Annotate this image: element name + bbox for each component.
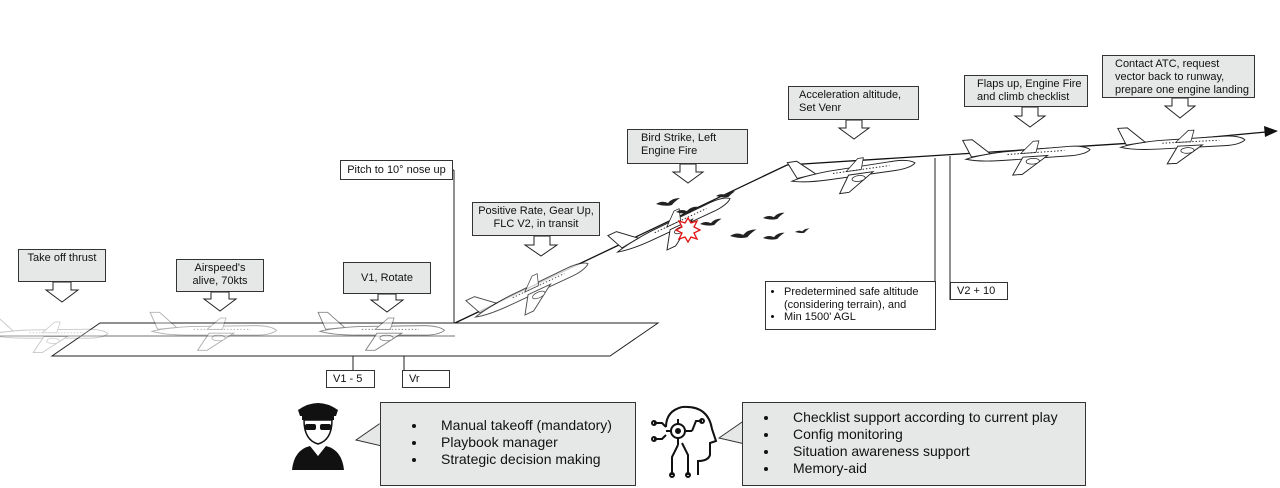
box-v1-rotate: V1, Rotate xyxy=(343,262,431,294)
safe-altitude-box: Predetermined safe altitude (considering… xyxy=(765,281,936,330)
box-positive-rate: Positive Rate, Gear Up, FLC V2, in trans… xyxy=(472,202,600,236)
engine-fire-icon xyxy=(674,216,702,244)
safe-altitude-item: Predetermined safe altitude (considering… xyxy=(784,286,929,311)
pilot-task-item: Strategic decision making xyxy=(427,451,625,468)
pilot-icon xyxy=(292,403,344,470)
flight-path-arrow xyxy=(1264,126,1278,137)
plane-ghost-1 xyxy=(0,316,109,354)
assistant-task-item: Memory-aid xyxy=(779,460,1075,477)
box-bird-strike: Bird Strike, Left Engine Fire xyxy=(627,129,748,164)
caret-arrows xyxy=(44,97,1197,313)
assistant-task-item: Checklist support according to current p… xyxy=(779,409,1075,426)
box-airspeed-alive: Airspeed's alive, 70kts xyxy=(176,259,264,292)
box-flaps-up: Flaps up, Engine Fire and climb checklis… xyxy=(964,75,1088,107)
label-v2-plus-10: V2 + 10 xyxy=(950,282,1008,300)
plane-final xyxy=(1117,121,1247,167)
runway xyxy=(50,322,660,357)
label-v1-minus-5: V1 - 5 xyxy=(326,370,375,388)
box-contact-atc: Contact ATC, request vector back to runw… xyxy=(1102,55,1255,98)
plane-flaps xyxy=(962,131,1092,179)
plane-ghost-3 xyxy=(317,311,445,351)
label-vr: Vr xyxy=(402,370,450,388)
box-pitch: Pitch to 10° nose up xyxy=(340,160,453,180)
ai-head-icon xyxy=(651,405,718,478)
plane-accel xyxy=(786,144,919,201)
pilot-task-item: Playbook manager xyxy=(427,434,625,451)
assistant-tasks-bubble: Checklist support according to current p… xyxy=(742,402,1086,486)
assistant-task-item: Situation awareness support xyxy=(779,443,1075,460)
safe-altitude-item: Min 1500' AGL xyxy=(784,311,929,324)
pilot-task-item: Manual takeoff (mandatory) xyxy=(427,417,625,434)
assistant-task-item: Config monitoring xyxy=(779,426,1075,443)
plane-climb-1 xyxy=(465,246,597,336)
box-takeoff-thrust: Take off thrust xyxy=(18,249,106,282)
box-accel-alt: Acceleration altitude, Set Venr xyxy=(788,86,919,120)
pilot-tasks-bubble: Manual takeoff (mandatory) Playbook mana… xyxy=(380,402,636,486)
airspeed-text: Airspeed's alive, 70kts xyxy=(192,262,248,287)
plane-ghost-2 xyxy=(149,311,277,351)
